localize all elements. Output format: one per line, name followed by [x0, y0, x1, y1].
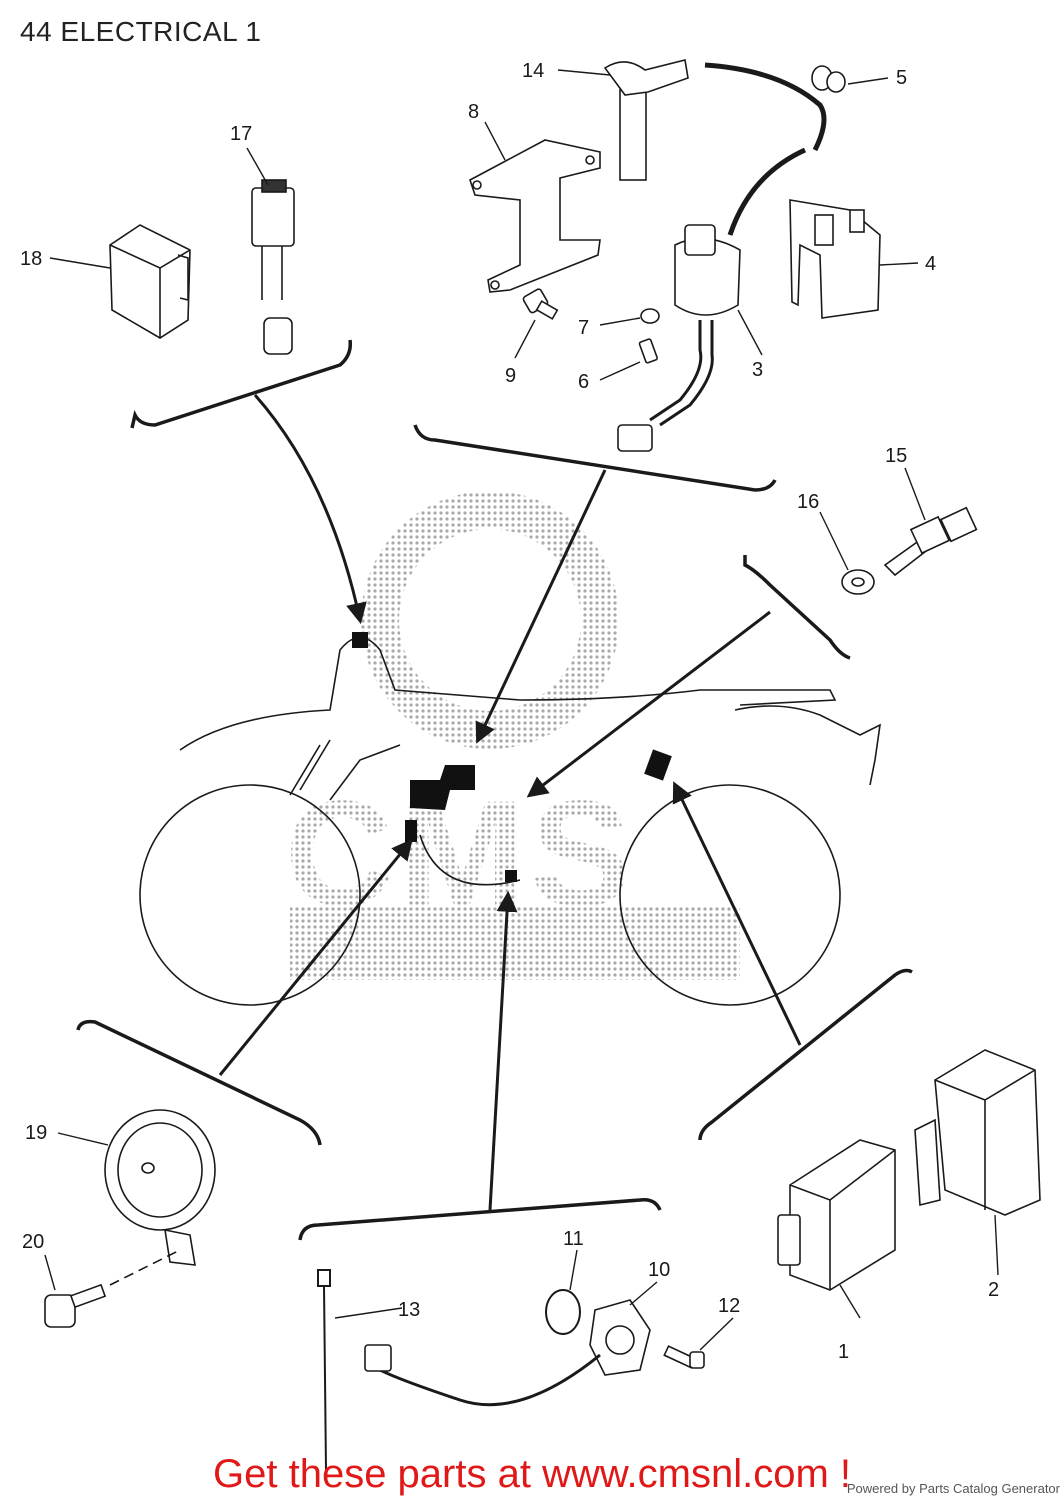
motorcycle-outline	[139, 636, 882, 1006]
callout-3: 3	[752, 359, 763, 381]
group-brackets	[76, 339, 913, 1241]
part-ignition-coil-3	[617, 224, 741, 452]
fasteners	[522, 288, 660, 364]
powered-by-text: Powered by Parts Catalog Generator	[846, 1481, 1060, 1496]
cta-link[interactable]: Get these parts at www.cmsnl.com !	[213, 1452, 851, 1496]
callout-1: 1	[838, 1341, 849, 1363]
part-screw-12	[663, 1345, 705, 1369]
part-holder-2	[914, 1049, 1041, 1216]
part-bracket-8	[469, 139, 601, 293]
callout-15: 15	[885, 445, 907, 467]
callout-numbers: 1 2 3 4 5 6 7 8 9 10 11 12 13 14 15 16 1…	[20, 60, 999, 1363]
callout-12: 12	[718, 1295, 740, 1317]
part-wire-13	[317, 1269, 331, 1471]
callout-4: 4	[925, 253, 936, 275]
callout-16: 16	[797, 491, 819, 513]
part-bolt-20	[44, 1249, 181, 1328]
callout-11: 11	[563, 1228, 584, 1250]
callout-leaders	[44, 69, 999, 1351]
part-fuse-17	[251, 179, 295, 355]
callout-10: 10	[648, 1259, 670, 1281]
callout-18: 18	[20, 248, 42, 270]
callout-19: 19	[25, 1122, 47, 1144]
central-components	[352, 632, 672, 882]
callout-14: 14	[522, 60, 544, 82]
part-cdi-unit-1	[777, 1139, 896, 1291]
part-relay-18	[109, 224, 191, 339]
callout-20: 20	[22, 1231, 44, 1253]
group-arrows	[218, 394, 802, 1211]
callout-6: 6	[578, 371, 589, 393]
part-washer-16	[841, 569, 875, 595]
part-oring-11	[545, 1289, 581, 1335]
callout-5: 5	[896, 67, 907, 89]
callout-13: 13	[398, 1299, 420, 1321]
part-plug-cap-14	[603, 59, 827, 236]
callout-2: 2	[988, 1279, 999, 1301]
part-horn-19	[104, 1109, 216, 1266]
page-title: 44 ELECTRICAL 1	[20, 16, 262, 47]
callout-7: 7	[578, 317, 589, 339]
part-sensor-10	[364, 1299, 651, 1407]
callout-8: 8	[468, 101, 479, 123]
part-sensor-15	[883, 506, 978, 577]
callout-9: 9	[505, 365, 516, 387]
callout-17: 17	[230, 123, 252, 145]
part-grommet-5	[811, 65, 846, 93]
part-coil-cover-4	[789, 199, 881, 319]
